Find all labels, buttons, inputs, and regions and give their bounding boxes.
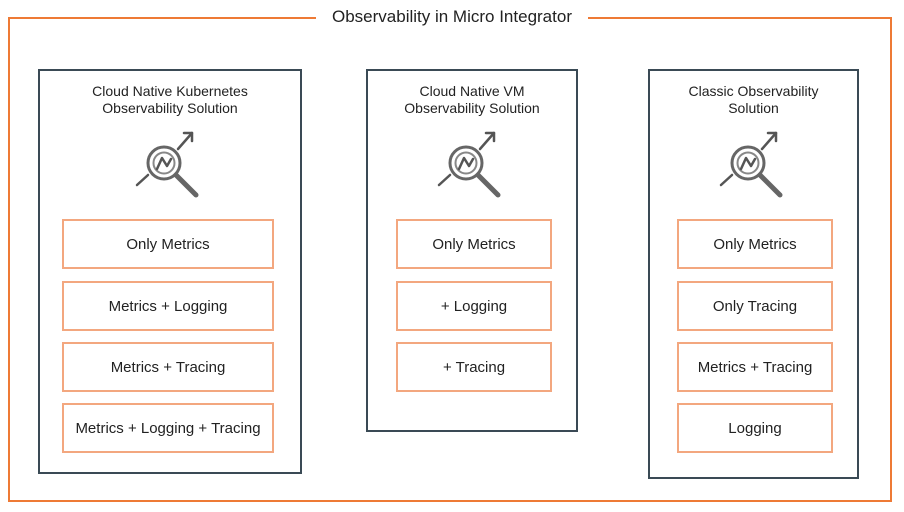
option-only-metrics: Only Metrics [677,219,833,269]
option-metrics-logging: Metrics + Logging [62,281,274,331]
panel-title: Classic Observability Solution [688,83,819,116]
panel-cloud-native-kubernetes: Cloud Native Kubernetes Observability So… [38,69,302,474]
panel-classic-observability: Classic Observability Solution Only Metr… [648,69,859,479]
option-metrics-tracing: Metrics + Tracing [677,342,833,392]
option-only-metrics: Only Metrics [62,219,274,269]
panel-title: Cloud Native VM Observability Solution [404,83,540,116]
option-metrics-logging-tracing: Metrics + Logging + Tracing [62,403,274,453]
magnifier-chart-icon [437,131,501,198]
magnifier-chart-icon [135,131,199,198]
magnifier-chart-icon [719,131,782,198]
option-only-tracing: Only Tracing [677,281,833,331]
option-only-metrics: Only Metrics [396,219,552,269]
panel-title: Cloud Native Kubernetes Observability So… [92,83,248,116]
option-logging: Logging [677,403,833,453]
option-metrics-tracing: Metrics + Tracing [62,342,274,392]
panel-cloud-native-vm: Cloud Native VM Observability Solution O… [366,69,578,432]
option-logging: + Logging [396,281,552,331]
option-tracing: + Tracing [396,342,552,392]
